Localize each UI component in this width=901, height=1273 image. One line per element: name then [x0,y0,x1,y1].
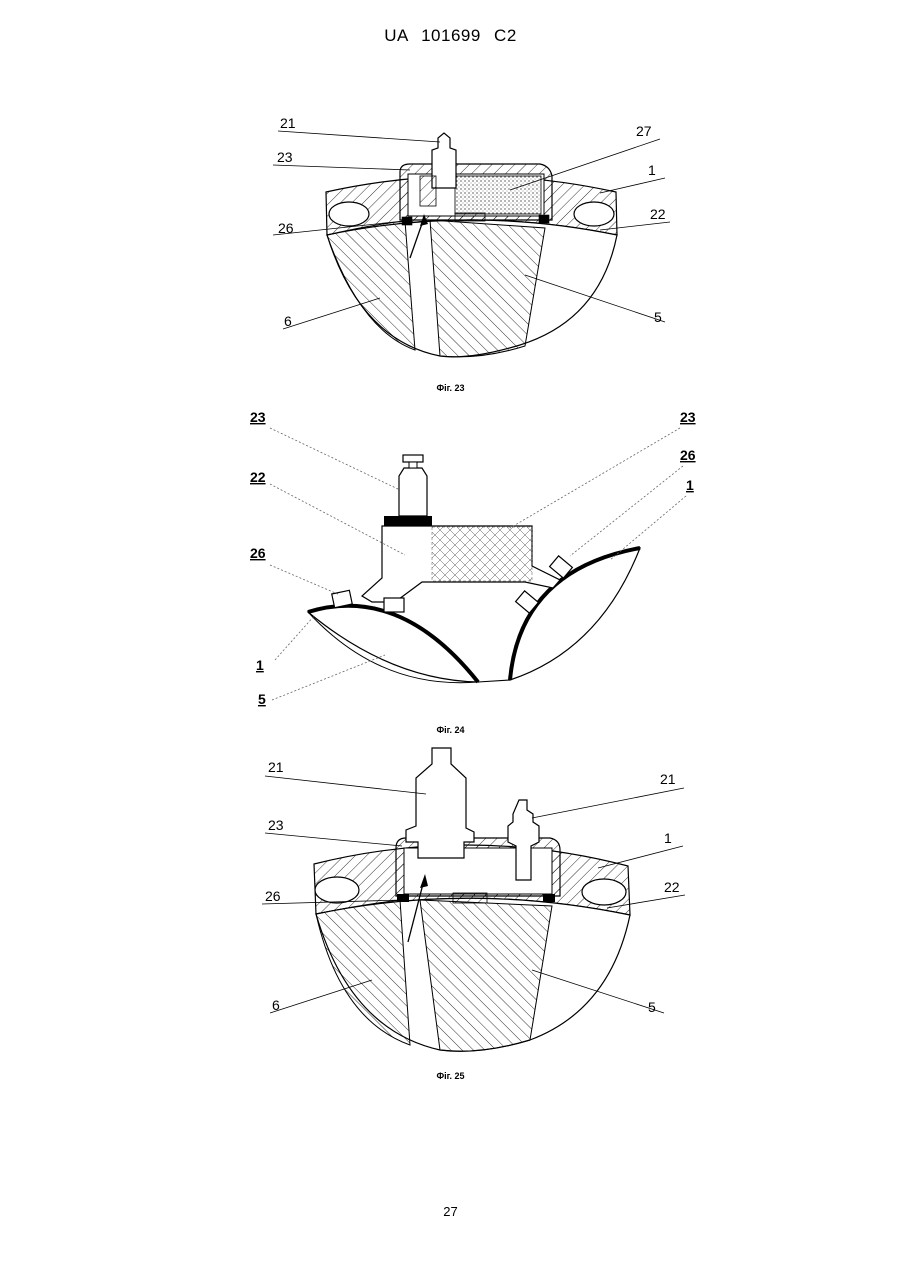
figure-25-drawing: 21 23 26 6 21 1 22 5 [0,742,901,1067]
leader-5 [272,655,385,700]
figure-23-drawing: 21 23 26 6 27 1 22 5 [0,105,901,375]
label-21-left: 21 [268,759,284,775]
label-22: 22 [664,879,680,895]
label-26-right: 26 [680,447,696,463]
caption-fig-25: Фіг. 25 [0,1071,901,1081]
label-1: 1 [648,162,656,178]
figure-24-drawing: 23 22 26 1 5 23 26 1 [0,400,901,715]
leader-21 [278,131,440,142]
leader-23-right [510,428,680,528]
label-1-left: 1 [256,657,264,673]
valve-21-large [406,748,474,858]
support-block [455,213,485,221]
label-1-right: 1 [686,477,694,493]
caption-fig-23: Фіг. 23 [0,383,901,393]
label-22: 22 [650,206,666,222]
figure-23: 21 23 26 6 27 1 22 5 [0,105,901,375]
leader-26-left [270,565,340,595]
ring-slot-left [329,202,369,226]
label-23-right: 23 [680,409,696,425]
page-number: 27 [0,1204,901,1219]
ring-slot-left [315,877,359,903]
leader-1 [600,178,665,193]
label-5: 5 [258,691,266,707]
label-26-left: 26 [250,545,266,561]
seal-right [543,894,555,902]
figure-25: 21 23 26 6 21 1 22 5 [0,742,901,1067]
leader-23 [265,833,402,846]
support-block [453,893,487,903]
ring-slot-right [574,202,614,226]
label-23-left: 23 [250,409,266,425]
caption-fig-24: Фіг. 24 [0,725,901,735]
label-6: 6 [284,313,292,329]
label-26: 26 [265,888,281,904]
sector-5 [420,900,552,1051]
label-5: 5 [654,309,662,325]
label-23: 23 [268,817,284,833]
seal-26-left-1 [332,590,353,607]
leader-26-right [570,466,683,556]
valve-body [399,468,427,516]
label-22: 22 [250,469,266,485]
sector-6 [316,900,410,1045]
filter-element [455,176,541,214]
valve-base [384,516,432,526]
seal-left [397,894,409,902]
label-26: 26 [278,220,294,236]
valve-stem [409,462,417,468]
label-23: 23 [277,149,293,165]
seal-right [539,215,549,223]
leader-1-right [610,496,686,560]
figure-24: 23 22 26 1 5 23 26 1 [0,400,901,715]
document-header: UA 101699 C2 [0,26,901,46]
ring-slot-right [582,879,626,905]
leader-1-left [275,615,315,660]
leader-21-left [265,776,426,794]
label-21: 21 [280,115,296,131]
label-27: 27 [636,123,652,139]
label-6: 6 [272,997,280,1013]
leader-6 [283,298,380,329]
leader-1 [598,846,683,868]
valve-cap [403,455,423,462]
filter-23 [432,527,532,581]
leader-23 [273,165,410,170]
leader-21-right [532,788,684,818]
label-5: 5 [648,999,656,1015]
valve-channel [420,176,436,206]
leader-23-left [270,428,400,490]
label-1: 1 [664,830,672,846]
seal-26-left-2 [384,598,404,612]
sector-6 [327,221,415,350]
label-21-right: 21 [660,771,676,787]
